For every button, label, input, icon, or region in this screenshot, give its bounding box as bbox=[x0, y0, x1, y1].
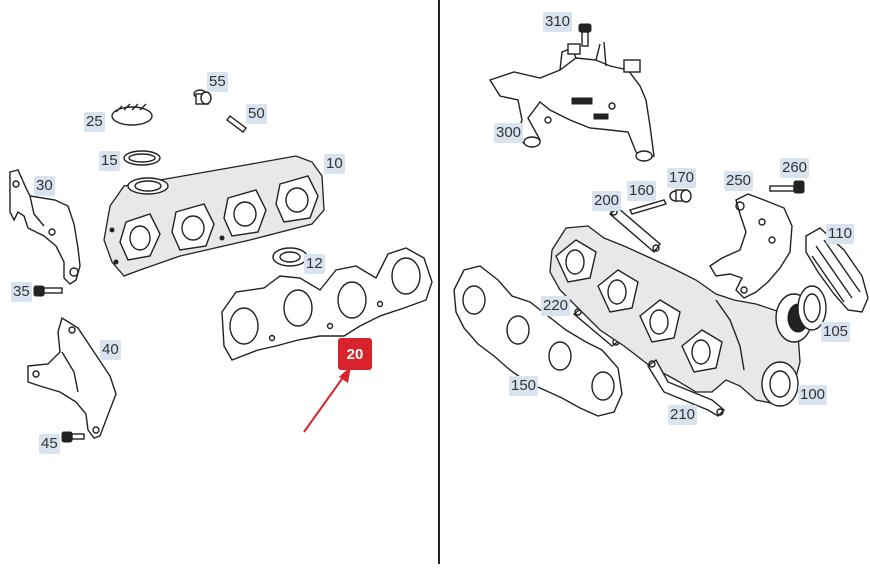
callout-30[interactable]: 30 bbox=[34, 176, 55, 196]
bracket-30-drawing bbox=[9, 169, 81, 285]
pin-50-drawing bbox=[226, 115, 247, 133]
callout-100[interactable]: 100 bbox=[798, 385, 828, 405]
ring-15-drawing bbox=[123, 150, 161, 166]
seal-105-drawing bbox=[775, 285, 827, 343]
bolt-310-drawing bbox=[578, 23, 592, 47]
callout-210[interactable]: 210 bbox=[668, 405, 698, 425]
bracket-40-drawing bbox=[27, 316, 117, 439]
callout-160[interactable]: 160 bbox=[627, 181, 657, 201]
callout-15[interactable]: 15 bbox=[99, 151, 120, 171]
stud-210-drawing bbox=[647, 358, 726, 417]
callout-200[interactable]: 200 bbox=[592, 191, 622, 211]
callout-105[interactable]: 105 bbox=[821, 322, 851, 342]
manifold-10-drawing bbox=[103, 155, 325, 277]
bolt-260-drawing bbox=[769, 180, 805, 194]
callout-10[interactable]: 10 bbox=[324, 154, 345, 174]
pointer-arrow-20 bbox=[303, 366, 351, 433]
callout-55[interactable]: 55 bbox=[207, 72, 228, 92]
insulator-25-drawing bbox=[111, 103, 153, 126]
exhaust-manifold-drawing bbox=[549, 225, 801, 407]
bolt-35-drawing bbox=[33, 285, 63, 297]
callout-250[interactable]: 250 bbox=[724, 171, 754, 191]
gasket-20-drawing bbox=[221, 247, 433, 361]
callout-35[interactable]: 35 bbox=[11, 282, 32, 302]
heatshield-300-drawing bbox=[488, 41, 655, 162]
callout-300[interactable]: 300 bbox=[494, 123, 524, 143]
ring-12-drawing bbox=[272, 247, 308, 267]
callout-110[interactable]: 110 bbox=[826, 224, 854, 244]
bolt-45-drawing bbox=[61, 431, 85, 443]
callout-220[interactable]: 220 bbox=[541, 296, 571, 316]
callout-40[interactable]: 40 bbox=[100, 340, 121, 360]
bracket-250-drawing bbox=[709, 193, 793, 299]
callout-150[interactable]: 150 bbox=[509, 376, 539, 396]
gasket-150-drawing bbox=[453, 265, 623, 417]
panel-divider bbox=[438, 0, 440, 564]
callout-50[interactable]: 50 bbox=[246, 104, 267, 124]
callout-12[interactable]: 12 bbox=[304, 254, 325, 274]
callout-260[interactable]: 260 bbox=[780, 158, 810, 178]
callout-20-highlight[interactable]: 20 bbox=[338, 338, 372, 370]
callout-45[interactable]: 45 bbox=[39, 434, 60, 454]
callout-25[interactable]: 25 bbox=[84, 112, 105, 132]
callout-310[interactable]: 310 bbox=[543, 12, 573, 32]
sleeve-55-drawing bbox=[193, 89, 212, 105]
sleeve-170-drawing bbox=[669, 189, 692, 203]
stud-160-drawing bbox=[628, 199, 668, 215]
callout-170[interactable]: 170 bbox=[667, 168, 697, 188]
